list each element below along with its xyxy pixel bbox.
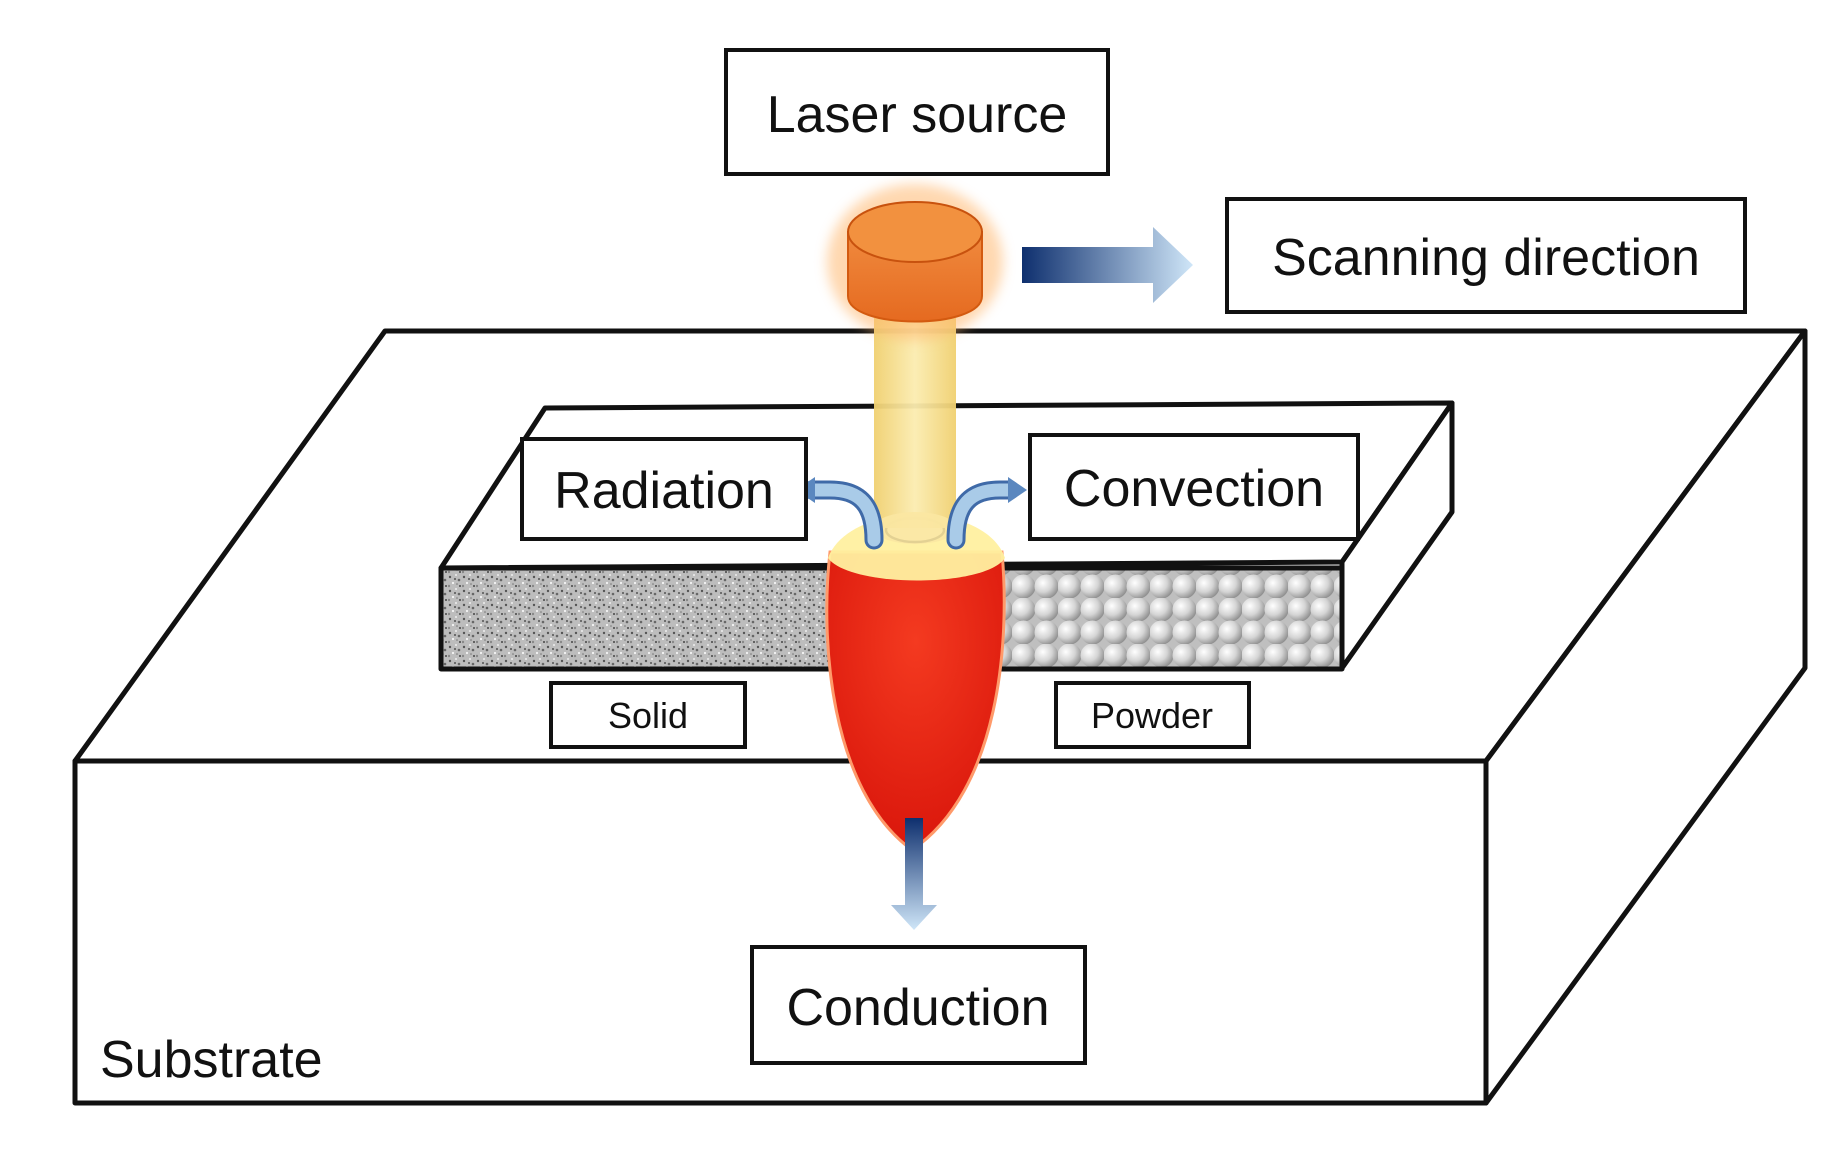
- convection-label: Convection: [1028, 433, 1360, 541]
- solid-label: Solid: [549, 681, 747, 749]
- laser-source-label: Laser source: [724, 48, 1110, 176]
- solid-text: Solid: [608, 695, 688, 736]
- arrow-right-icon: [1022, 227, 1193, 303]
- laser-source-text: Laser source: [767, 86, 1068, 144]
- convection-text: Convection: [1064, 460, 1324, 518]
- laser-beam: [874, 318, 956, 544]
- powder-text: Powder: [1091, 695, 1213, 736]
- scanning-direction-text: Scanning direction: [1272, 229, 1700, 287]
- curved-arrow-right-icon: [946, 477, 1027, 550]
- scanning-direction-label: Scanning direction: [1225, 197, 1747, 314]
- radiation-text: Radiation: [554, 462, 774, 520]
- radiation-label: Radiation: [520, 437, 808, 541]
- arrow-down-icon: [891, 818, 937, 930]
- powder-label: Powder: [1054, 681, 1251, 749]
- solid-layer: [438, 565, 836, 672]
- laser-head: [827, 184, 1003, 340]
- conduction-text: Conduction: [786, 979, 1049, 1037]
- conduction-label: Conduction: [750, 945, 1087, 1065]
- substrate-label: Substrate: [100, 1031, 323, 1089]
